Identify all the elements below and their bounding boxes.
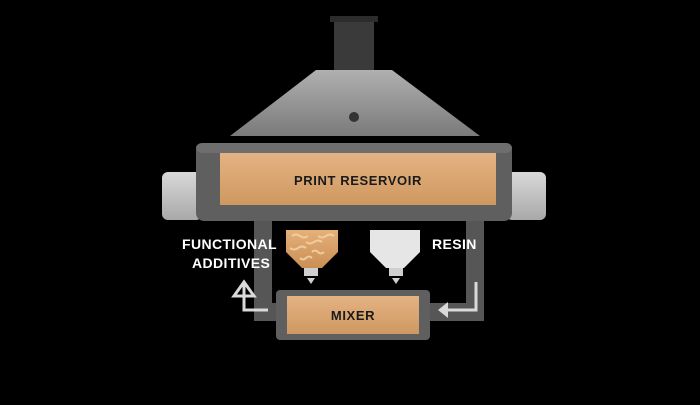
right-return-arrow: [448, 282, 478, 312]
print-reservoir-label: PRINT RESERVOIR: [294, 173, 422, 188]
exhaust-stack: [334, 18, 374, 78]
exhaust-hood: [230, 70, 480, 136]
additives-hopper-neck: [304, 268, 318, 276]
resin-down-arrow: [392, 278, 400, 284]
print-reservoir: [220, 153, 496, 205]
additives-granules: [289, 233, 335, 261]
functional-additives-label-line1: FUNCTIONAL: [182, 236, 277, 252]
functional-additives-hopper: [286, 230, 338, 268]
right-return-channel: [466, 221, 484, 321]
right-end-cap: [506, 172, 546, 220]
hood-sensor-dot: [349, 112, 359, 122]
resin-label: RESIN: [432, 236, 477, 252]
left-return-channel: [254, 221, 272, 321]
resin-hopper-neck: [389, 268, 403, 276]
mixer-label: MIXER: [331, 308, 375, 323]
functional-additives-label-line2: ADDITIVES: [192, 255, 270, 271]
left-end-cap: [162, 172, 202, 220]
mixer: [287, 296, 419, 334]
resin-hopper: [370, 230, 420, 268]
additives-down-arrow: [307, 278, 315, 284]
